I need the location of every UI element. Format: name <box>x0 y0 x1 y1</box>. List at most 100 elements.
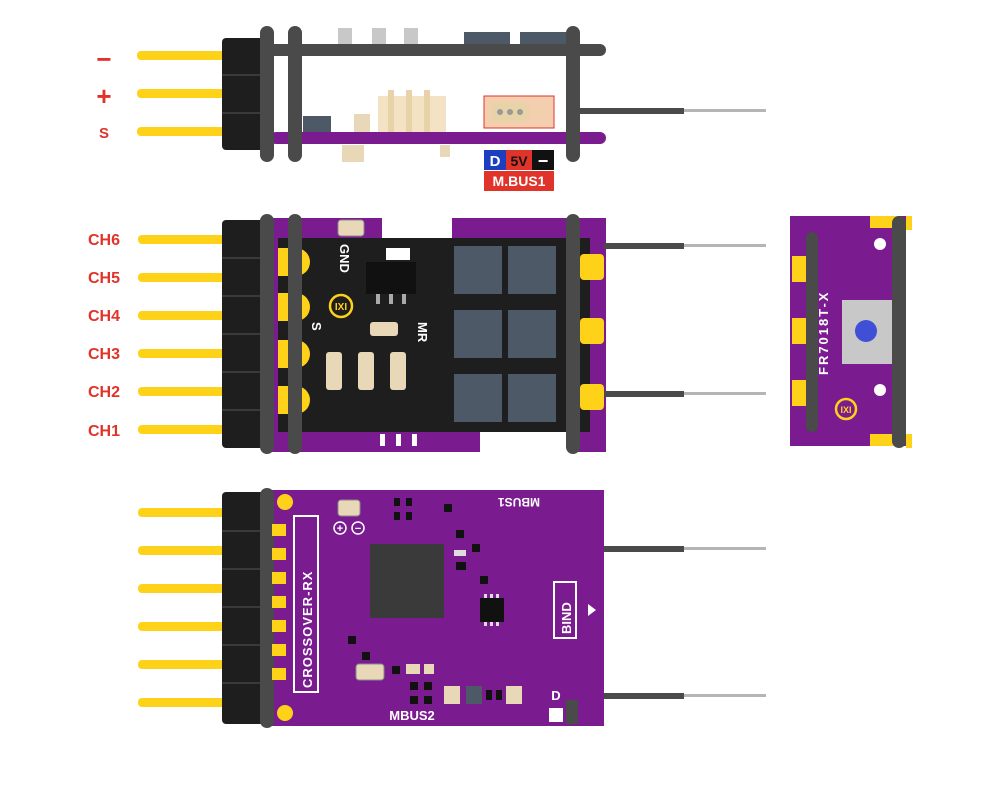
bottom-pad-bottom-round <box>277 705 293 721</box>
bottom-pin-4 <box>138 622 226 631</box>
bottom-pin-2 <box>138 546 226 555</box>
top-view: − + S D <box>96 26 766 191</box>
middle-antenna-2-base <box>604 391 684 397</box>
top-header-body <box>222 38 264 150</box>
mbus1-pin-gnd-bg <box>532 150 554 170</box>
bind-box <box>553 581 577 639</box>
bottom-pin-6 <box>138 698 226 707</box>
top-chip-2 <box>520 32 566 44</box>
middle-antenna-1-base <box>604 243 684 249</box>
ch5-label: CH5 <box>88 270 120 287</box>
bottom-pad-top-round <box>277 494 293 510</box>
side-logo-text: IXI <box>840 405 851 415</box>
middle-cap-3 <box>390 352 406 390</box>
top-frame-post-3 <box>566 26 580 162</box>
bottom-pin-3 <box>138 584 226 593</box>
middle-logo-text: IXI <box>335 302 347 313</box>
ch3-label: CH3 <box>88 346 120 363</box>
mr-label: MR <box>415 322 430 343</box>
bottom-pin-1 <box>138 508 226 517</box>
side-top-pad <box>870 216 898 228</box>
board-name: CROSSOVER-RX <box>300 571 315 688</box>
top-smd-3 <box>404 28 418 44</box>
bottom-frame-post-right <box>566 700 578 724</box>
bind-arrow-icon <box>588 604 596 616</box>
ch2-label: CH2 <box>88 384 120 401</box>
top-bottom-cap-2 <box>440 145 450 157</box>
gnd-label: GND <box>337 244 352 273</box>
bottom-mbus2-label: MBUS2 <box>389 708 435 723</box>
top-inner-chip <box>303 116 331 132</box>
middle-frame-post-1 <box>260 214 274 454</box>
top-pin-label-minus: − <box>96 44 111 74</box>
ch2-pin <box>138 387 226 396</box>
top-frame-post-2 <box>288 26 302 162</box>
side-post-2 <box>892 216 906 448</box>
middle-cap-1 <box>326 352 342 390</box>
bottom-antenna-1-wire <box>684 547 766 550</box>
side-post-1 <box>806 232 818 432</box>
bottom-frame-post <box>260 488 274 728</box>
middle-top-cap <box>337 219 365 237</box>
bottom-pin-5 <box>138 660 226 669</box>
bottom-pad-column <box>272 524 286 680</box>
middle-frame-post-3 <box>566 214 580 454</box>
middle-white-patch-1 <box>382 218 452 238</box>
bind-button[interactable] <box>855 320 877 342</box>
ch6-pin <box>138 235 226 244</box>
bottom-mbus1-label: MBUS1 <box>498 495 540 509</box>
top-pin-label-signal: S <box>99 125 109 142</box>
middle-cap-2 <box>358 352 374 390</box>
top-pin-header <box>137 38 264 150</box>
bottom-view: CROSSOVER-RX + − MBUS1 BIND <box>138 488 766 728</box>
middle-antenna-1-wire <box>684 244 766 247</box>
bottom-main-chip <box>370 544 444 618</box>
top-inner-cap-1 <box>354 114 370 132</box>
middle-pin-header <box>138 220 264 448</box>
mbus1-pin-5v: 5V <box>510 153 528 169</box>
bottom-d-label: D <box>551 688 560 703</box>
ch6-label: CH6 <box>88 232 120 249</box>
mbus1-label: M.BUS1 <box>493 173 546 189</box>
middle-view: CH6 CH5 CH4 CH3 CH2 CH1 GND S MR IXI <box>88 214 766 454</box>
top-pin-label-plus: + <box>96 81 111 111</box>
regulator-body <box>366 262 416 294</box>
side-bottom-pad <box>870 434 898 446</box>
bind-label: BIND <box>559 602 574 634</box>
s-label: S <box>309 322 324 331</box>
ch1-pin <box>138 425 226 434</box>
bottom-cap-2 <box>355 663 385 681</box>
ch3-pin <box>138 349 226 358</box>
top-bottom-cap-1 <box>342 145 364 162</box>
middle-logo: IXI <box>328 293 354 319</box>
side-model-label: FR7018T-X <box>816 291 831 375</box>
mbus1-pin-d: D <box>490 153 501 170</box>
top-frame-bar-top <box>266 44 606 56</box>
top-frame-post-1 <box>260 26 274 162</box>
side-hole-top <box>874 238 886 250</box>
top-smd-2 <box>372 28 386 44</box>
ch5-pin <box>138 273 226 282</box>
middle-white-patch-2 <box>480 432 568 452</box>
top-antenna-base <box>580 108 684 114</box>
top-pin-1 <box>137 51 227 60</box>
ch4-pin <box>138 311 226 320</box>
side-logo: IXI <box>834 397 858 421</box>
mbus1-pin-gnd: − <box>538 151 549 171</box>
regulator-tab <box>386 248 410 260</box>
ch1-label: CH1 <box>88 423 120 440</box>
minus-symbol: − <box>355 523 361 535</box>
mbus1-label-box <box>484 171 554 191</box>
mbus1-pin-d-bg <box>484 150 506 170</box>
bottom-antenna-2-base <box>604 693 684 699</box>
top-smd-1 <box>338 28 352 44</box>
bottom-antenna-1-base <box>604 546 684 552</box>
top-pin-2 <box>137 89 227 98</box>
bottom-pin-header <box>138 492 264 724</box>
board-name-box <box>293 515 319 693</box>
side-hole-bottom <box>874 384 886 396</box>
ch4-label: CH4 <box>88 308 120 325</box>
bottom-d-pad <box>549 708 563 722</box>
middle-cap-small <box>370 322 398 336</box>
